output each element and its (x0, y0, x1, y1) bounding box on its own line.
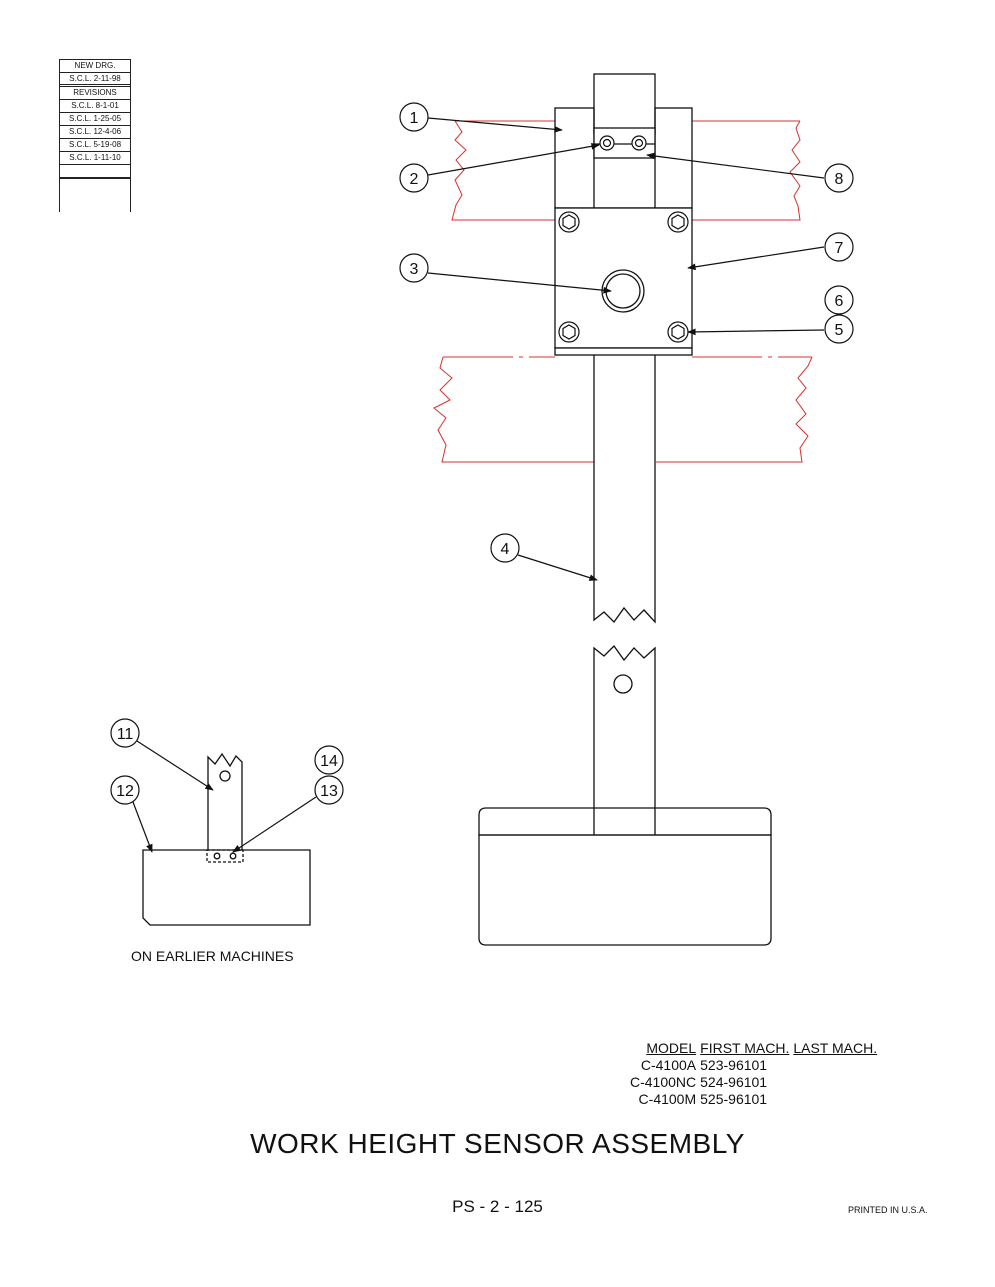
sensor-foot (478, 807, 772, 946)
rev-tail (59, 172, 131, 212)
sensor-bracket (554, 73, 693, 209)
earlier-machines-caption: ON EARLIER MACHINES (131, 948, 294, 964)
callout-7 (824, 232, 854, 262)
callout-14 (314, 745, 344, 775)
model-table: MODEL FIRST MACH. LAST MACH. C-4100A 523… (630, 1040, 881, 1108)
sensor-housing (554, 207, 693, 356)
callout-label: 13 (320, 783, 338, 800)
rev-header-1: NEW DRG. (60, 60, 130, 73)
last-mach-cell (793, 1057, 881, 1074)
rev-entry: S.C.L. 1-25-05 (60, 113, 130, 126)
callout-5 (824, 314, 854, 344)
rod-lower (593, 644, 656, 835)
page-number: PS - 2 - 125 (452, 1197, 543, 1216)
last-mach-cell (793, 1091, 881, 1108)
callout-2 (399, 163, 429, 193)
callout-label: 6 (835, 293, 844, 310)
callout-label: 4 (501, 541, 510, 558)
rev-header-2: S.C.L. 2-11-98 (60, 73, 130, 87)
last-mach-header: LAST MACH. (793, 1040, 878, 1056)
leader-lines (132, 117, 825, 853)
first-mach-cell: 524-96101 (700, 1074, 768, 1090)
rev-entry: S.C.L. 8-1-01 (60, 100, 130, 113)
callout-label: 11 (117, 726, 134, 743)
model-cell: C-4100NC (630, 1074, 697, 1090)
callout-balloons (110, 102, 854, 805)
first-mach-header: FIRST MACH. (700, 1040, 790, 1056)
rev-entry (60, 165, 130, 178)
page-title: WORK HEIGHT SENSOR ASSEMBLY (250, 1128, 745, 1159)
callout-3 (399, 253, 429, 283)
callout-labels: 1 2 3 4 5 6 7 8 11 12 13 14 (116, 110, 843, 800)
callout-12 (110, 775, 140, 805)
last-mach-cell (793, 1074, 881, 1091)
model-cell: C-4100A (640, 1057, 697, 1073)
callout-label: 5 (835, 322, 844, 339)
callout-6 (824, 285, 854, 315)
housing-screws (558, 211, 689, 343)
first-mach-cell: 523-96101 (700, 1057, 768, 1073)
mounting-shaft-top (593, 73, 656, 135)
clamp-screws (599, 135, 647, 151)
rev-entry: S.C.L. 12-4-06 (60, 126, 130, 139)
callout-label: 8 (835, 171, 844, 188)
callout-label: 3 (410, 261, 419, 278)
first-mach-cell: 525-96101 (700, 1091, 768, 1107)
rev-entry: S.C.L. 1-11-10 (60, 152, 130, 165)
table-row: C-4100M 525-96101 (630, 1091, 881, 1108)
callout-8 (824, 163, 854, 193)
callout-13 (314, 775, 344, 805)
callout-11 (110, 718, 140, 748)
rod-hole (613, 674, 633, 694)
callout-label: 7 (835, 240, 844, 257)
rev-revisions-label: REVISIONS (60, 87, 130, 100)
callout-1 (399, 102, 429, 132)
callout-label: 1 (410, 110, 419, 127)
rod-upper (593, 355, 656, 624)
phantom-lower-plate (433, 356, 813, 463)
callout-label: 14 (320, 753, 338, 770)
callout-label: 12 (116, 783, 134, 800)
model-header: MODEL (646, 1040, 697, 1056)
table-row: C-4100A 523-96101 (630, 1057, 881, 1074)
callout-label: 2 (410, 171, 419, 188)
model-cell: C-4100M (638, 1091, 697, 1107)
rev-entry: S.C.L. 5-19-08 (60, 139, 130, 152)
table-row: C-4100NC 524-96101 (630, 1074, 881, 1091)
revision-block: NEW DRG. S.C.L. 2-11-98 REVISIONS S.C.L.… (59, 59, 131, 179)
earlier-detail (142, 752, 311, 926)
callout-4 (490, 533, 520, 563)
printed-notice: PRINTED IN U.S.A. (848, 1205, 928, 1215)
